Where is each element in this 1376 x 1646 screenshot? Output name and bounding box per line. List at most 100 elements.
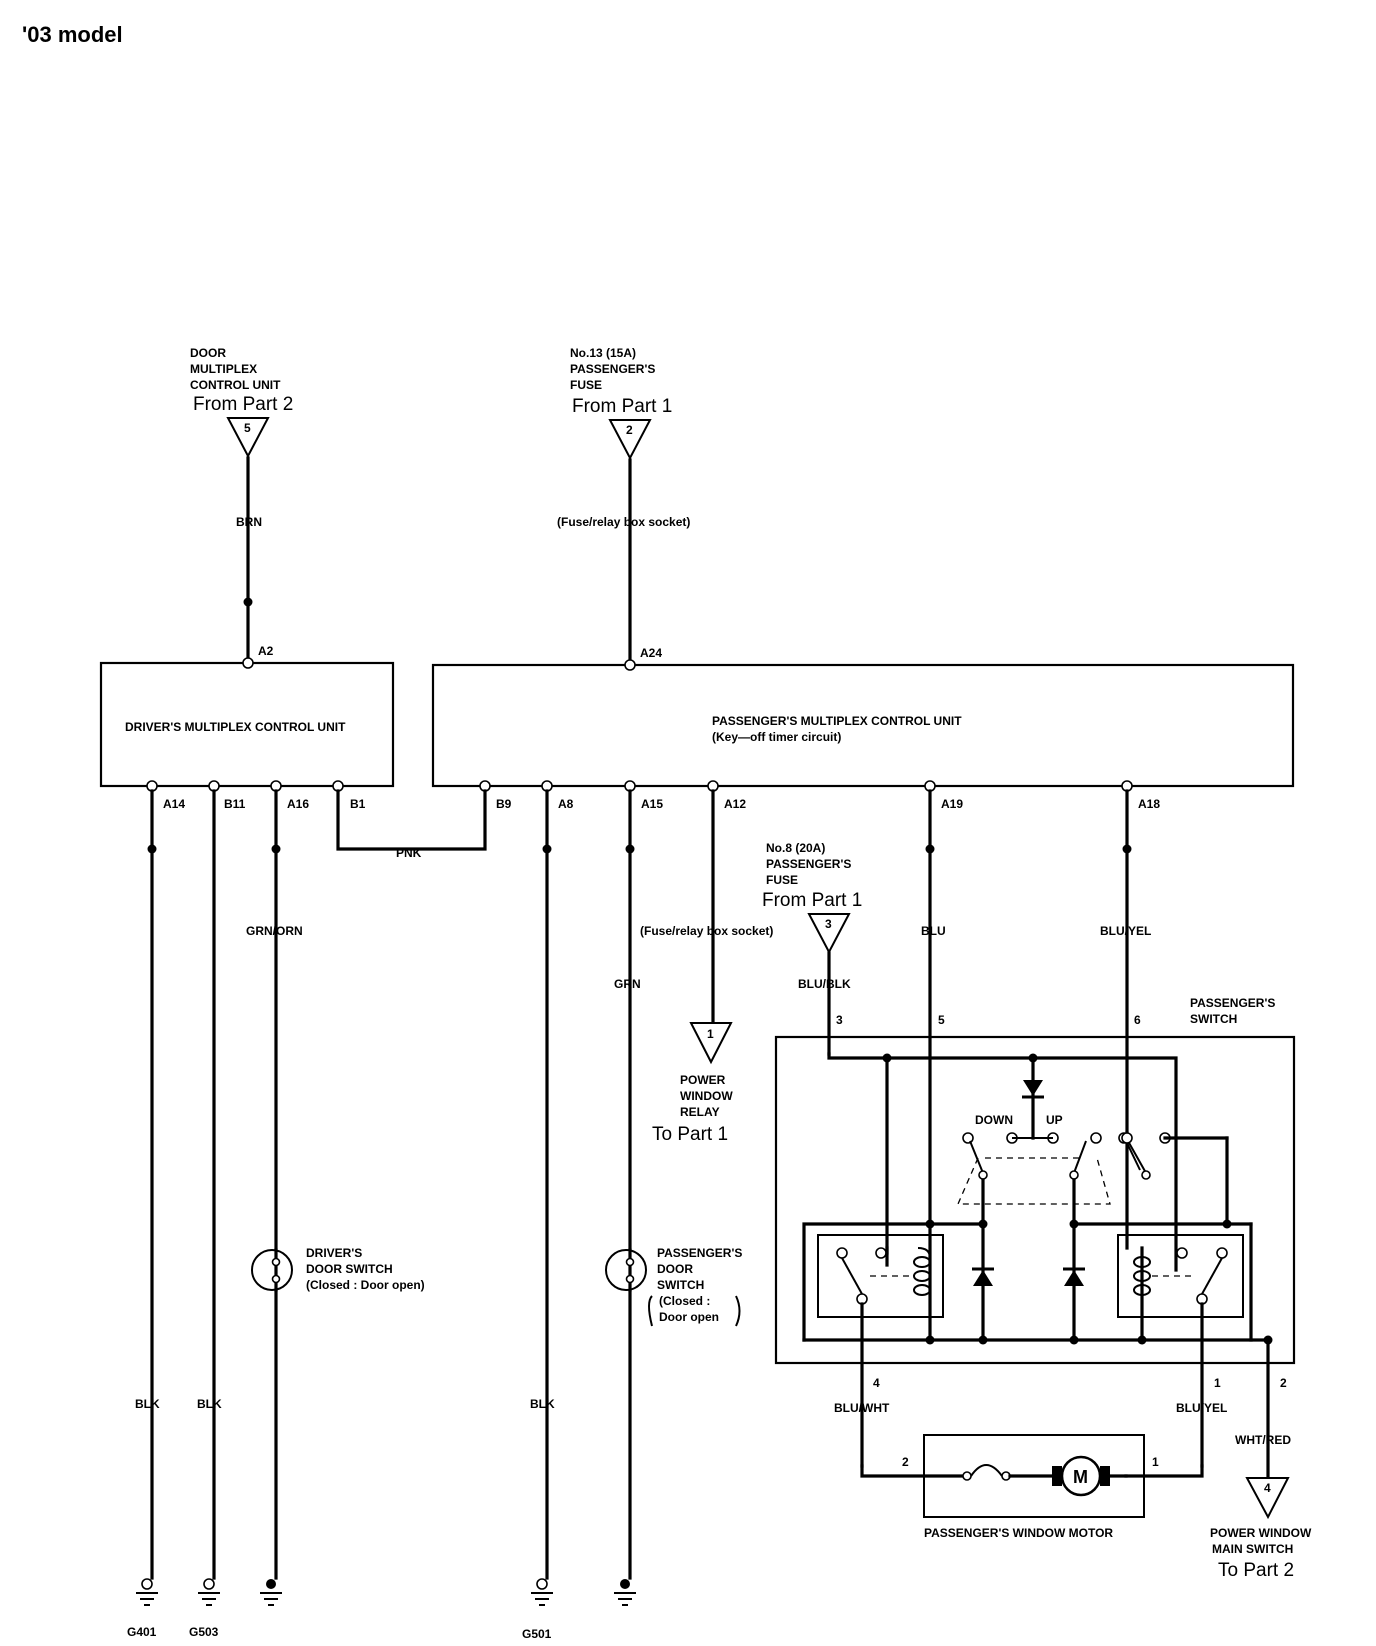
pin-label: A19	[941, 797, 963, 811]
wire-label: BLU/BLK	[798, 977, 851, 991]
connector-number: 1	[707, 1027, 714, 1041]
terminal-label: 1	[1214, 1376, 1221, 1390]
wire-label: BLK	[135, 1397, 160, 1411]
pin-label: A14	[163, 797, 185, 811]
splice-dot	[243, 597, 253, 607]
source-label-line: No.13 (15A)	[570, 346, 636, 360]
wire-label: BLU/WHT	[834, 1401, 890, 1415]
pin-terminal	[242, 657, 254, 669]
splice-dot	[925, 844, 935, 854]
source-label-line: MULTIPLEX	[190, 362, 257, 376]
source-label-line: PASSENGER'S	[766, 857, 851, 871]
connector-number: 5	[244, 421, 251, 435]
pin-label: A24	[640, 646, 662, 660]
switch-label-line: DRIVER'S	[306, 1246, 362, 1260]
terminal-label: 5	[938, 1013, 945, 1027]
relay-label-line: RELAY	[680, 1105, 720, 1119]
motor-symbol: M	[1073, 1467, 1088, 1487]
switch-label-line: (Closed : Door open)	[306, 1278, 425, 1292]
source-from-text: From Part 1	[762, 890, 862, 911]
pin-label: A18	[1138, 797, 1160, 811]
switch-down-label: DOWN	[975, 1113, 1013, 1127]
ground-body-driver-switch	[260, 1579, 282, 1606]
connector-triangle	[608, 419, 652, 461]
wire-pnk	[336, 789, 487, 851]
source-label-line: CONTROL UNIT	[190, 378, 281, 392]
wire-label: BLK	[197, 1397, 222, 1411]
motor-pin: 1	[1152, 1455, 1159, 1469]
splice-dot	[625, 844, 635, 854]
source-fuse-13: No.13 (15A) PASSENGER'S FUSE From Part 1…	[557, 346, 690, 529]
wire-label: WHT/RED	[1235, 1433, 1291, 1447]
passenger-unit-sublabel: (Key—off timer circuit)	[712, 730, 841, 744]
switch-label-line: SWITCH	[657, 1278, 704, 1292]
source-from-text: From Part 1	[572, 396, 672, 417]
terminal-label: 2	[1280, 1376, 1287, 1390]
source-fuse-8: No.8 (20A) PASSENGER'S FUSE From Part 1 …	[762, 841, 862, 955]
switch-label-line: PASSENGER'S	[657, 1246, 742, 1260]
passenger-switch-title: PASSENGER'S	[1190, 996, 1275, 1010]
pin-label: A12	[724, 797, 746, 811]
connector-triangle	[226, 417, 270, 459]
pin-label: A8	[558, 797, 574, 811]
connector-triangle	[1245, 1477, 1290, 1520]
terminal-label: 6	[1134, 1013, 1141, 1027]
relay-label-line: POWER	[680, 1073, 726, 1087]
driver-door-switch: DRIVER'S DOOR SWITCH (Closed : Door open…	[251, 1246, 425, 1292]
splice-dot	[147, 844, 157, 854]
relay-label-line: WINDOW	[680, 1089, 733, 1103]
ground-body-passenger-switch	[614, 1579, 636, 1606]
source-from-text: From Part 2	[193, 394, 293, 415]
switch-label-line: (Closed :	[659, 1294, 710, 1308]
connector-triangle	[807, 913, 851, 955]
switch-label-line: DOOR	[657, 1262, 693, 1276]
wire-label: GRN	[614, 977, 641, 991]
ground-label: G503	[189, 1625, 219, 1639]
source-label-line: PASSENGER'S	[570, 362, 655, 376]
connector-number: 3	[825, 917, 832, 931]
source-label-line: FUSE	[570, 378, 602, 392]
wire-label: BLU	[921, 924, 946, 938]
ground-g401: G401	[127, 1578, 158, 1639]
main-switch-label: MAIN SWITCH	[1212, 1542, 1293, 1556]
relay-to-text: To Part 1	[652, 1124, 728, 1145]
pin-label: A16	[287, 797, 309, 811]
wire-label: GRN/ORN	[246, 924, 303, 938]
terminal-label: 4	[873, 1376, 880, 1390]
main-switch-label: POWER WINDOW	[1210, 1526, 1312, 1540]
ground-g503: G503	[189, 1578, 220, 1639]
driver-unit-label: DRIVER'S MULTIPLEX CONTROL UNIT	[125, 720, 346, 734]
switch-up-label: UP	[1046, 1113, 1063, 1127]
connector-number: 4	[1264, 1481, 1271, 1495]
pin-label: A15	[641, 797, 663, 811]
passenger-unit-label: PASSENGER'S MULTIPLEX CONTROL UNIT	[712, 714, 962, 728]
source-door-unit: DOOR MULTIPLEX CONTROL UNIT From Part 2 …	[190, 346, 293, 459]
splice-dot	[542, 844, 552, 854]
main-switch-to-text: To Part 2	[1218, 1560, 1294, 1581]
switch-label-line: Door open	[659, 1310, 719, 1324]
wire-label: BRN	[236, 515, 262, 529]
wire-note: (Fuse/relay box socket)	[557, 515, 690, 529]
source-label-line: DOOR	[190, 346, 226, 360]
wire-note: (Fuse/relay box socket)	[640, 924, 773, 938]
ground-label: G501	[522, 1627, 552, 1641]
model-title: '03 model	[22, 22, 123, 47]
pin-terminal	[624, 659, 636, 671]
motor-pin: 2	[902, 1455, 909, 1469]
terminal-label: 3	[836, 1013, 843, 1027]
pin-label: B11	[224, 797, 246, 811]
pin-label: B9	[496, 797, 512, 811]
source-label-line: No.8 (20A)	[766, 841, 825, 855]
splice-dot	[271, 844, 281, 854]
wire-label: BLK	[530, 1397, 555, 1411]
motor-label: PASSENGER'S WINDOW MOTOR	[924, 1526, 1113, 1540]
passenger-door-switch: PASSENGER'S DOOR SWITCH (Closed : Door o…	[605, 1246, 742, 1327]
splice-dot	[1122, 844, 1132, 854]
passenger-window-motor: M 2 1 PASSENGER'S WINDOW MOTOR	[860, 1434, 1204, 1540]
connector-triangle	[689, 1022, 733, 1065]
source-label-line: FUSE	[766, 873, 798, 887]
wire-label: BLU/YEL	[1100, 924, 1151, 938]
ground-label: G401	[127, 1625, 157, 1639]
ground-g501: G501	[522, 1578, 553, 1641]
passenger-multiplex-control-unit	[431, 663, 1295, 788]
